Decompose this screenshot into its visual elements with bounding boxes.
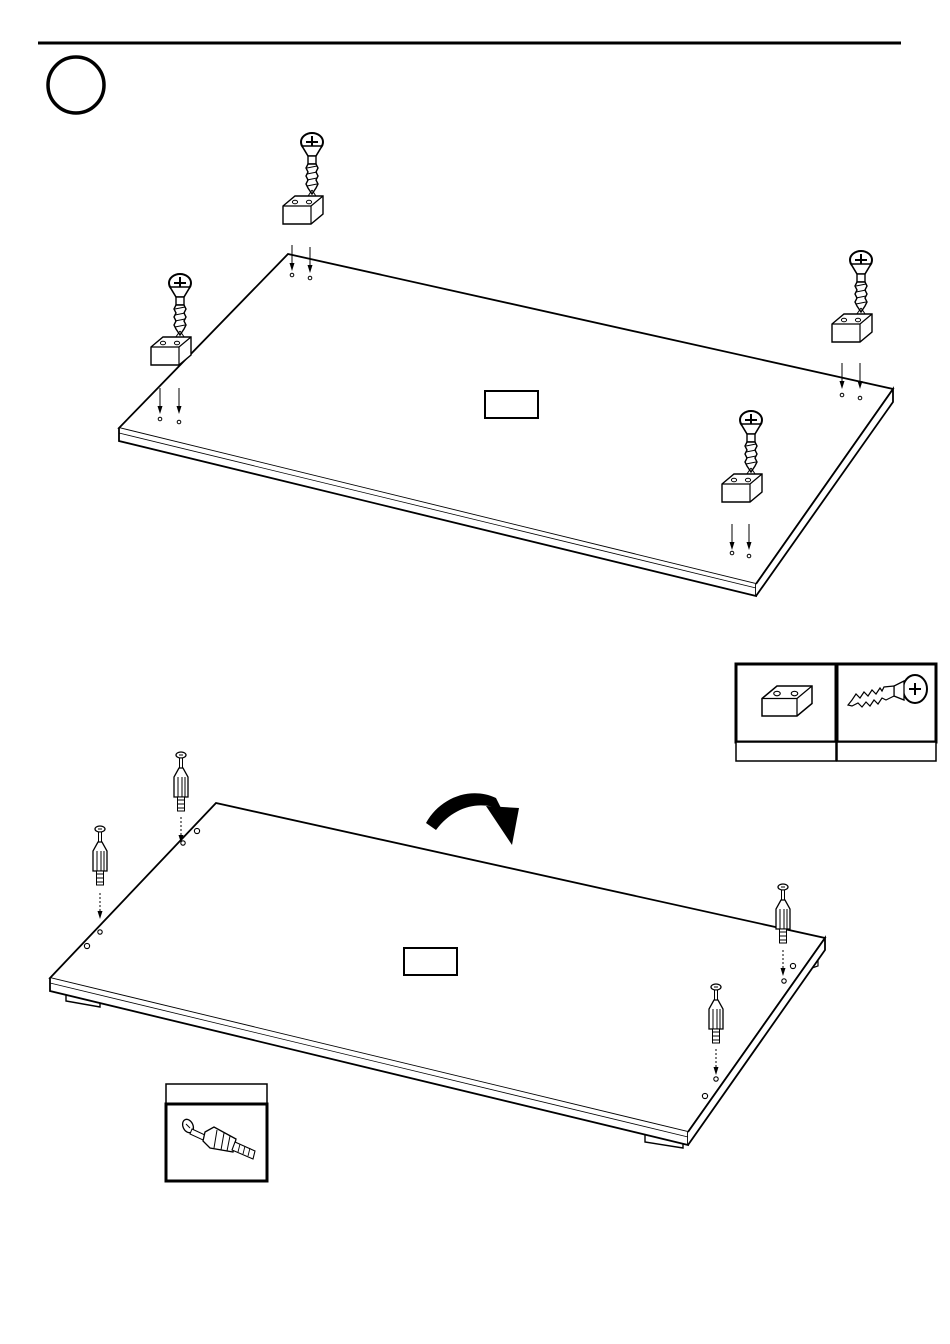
cam-bolt-legend [166,1084,267,1181]
curved-arrow-icon [426,793,519,845]
lower-panel-label-box [404,948,457,975]
cam-bolt [174,752,188,843]
cam-bolt [93,826,107,919]
upper-panel [119,254,893,596]
step-badge [48,57,104,113]
parts-legend [736,664,936,761]
upper-panel-label-box [485,391,538,418]
